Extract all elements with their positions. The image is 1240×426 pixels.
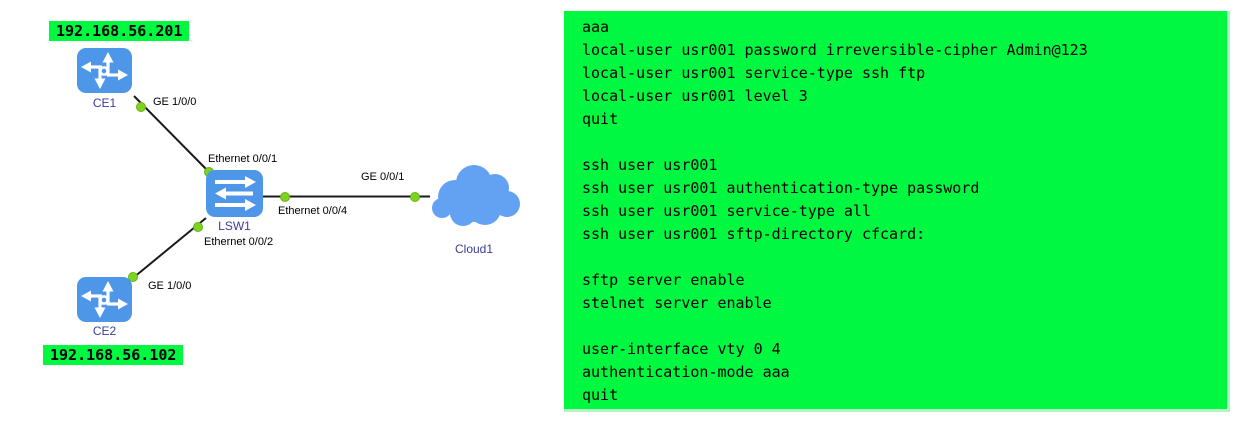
config-line: ssh user usr001 sftp-directory cfcard:: [582, 225, 926, 243]
port-label-cloud-ge001: GE 0/0/1: [361, 171, 405, 183]
config-line: ssh user usr001: [582, 156, 718, 174]
config-line: local-user usr001 level 3: [582, 87, 808, 105]
device-label-lsw1: LSW1: [218, 219, 251, 233]
port-label-lsw1-eth001: Ethernet 0/0/1: [208, 153, 278, 165]
config-line: sftp server enable: [582, 271, 745, 289]
config-line: ssh user usr001 authentication-type pass…: [582, 179, 980, 197]
cloud-icon: [432, 165, 520, 226]
router-icon: [77, 277, 132, 322]
ip-label-ce2: 192.168.56.102: [43, 345, 184, 365]
port-label-lsw1-eth004: Ethernet 0/0/4: [278, 205, 348, 217]
port-label-ce1-ge100: GE 1/0/0: [153, 96, 197, 108]
topology-canvas: CE1 LSW1 CE2 Cloud1 GE 1/0/0 Ethernet 0/…: [0, 0, 564, 426]
config-line: [582, 315, 1227, 338]
config-line: stelnet server enable: [582, 294, 772, 312]
config-line: [582, 246, 1227, 269]
device-label-ce2: CE2: [92, 324, 117, 338]
device-ce2-router[interactable]: [77, 277, 132, 322]
config-line: [582, 131, 1227, 154]
router-icon: [77, 48, 132, 93]
switch-arrows: [215, 176, 256, 211]
device-ce1-router[interactable]: [77, 48, 132, 93]
config-line: ssh user usr001 service-type all: [582, 202, 871, 220]
router-arrows: [81, 52, 128, 89]
port-label-ce2-ge100: GE 1/0/0: [148, 280, 192, 292]
device-label-cloud1: Cloud1: [454, 242, 494, 256]
config-line: local-user usr001 password irreversible-…: [582, 41, 1088, 59]
link-endpoint-dot: [410, 192, 420, 202]
router-arrows: [81, 281, 128, 318]
config-line: user-interface vty 0 4: [582, 340, 781, 358]
ip-label-ce1: 192.168.56.201: [49, 21, 190, 41]
link-endpoint-dot: [136, 102, 146, 112]
link-endpoint-dot: [193, 222, 203, 232]
device-cloud1[interactable]: [425, 159, 523, 233]
topology-links: [128, 95, 430, 282]
config-line: quit: [582, 110, 619, 128]
config-line: aaa: [582, 18, 610, 36]
link-ce1-lsw1[interactable]: [133, 95, 211, 174]
config-line: local-user usr001 service-type ssh ftp: [582, 64, 926, 82]
switch-icon: [206, 170, 263, 217]
config-line: authentication-mode aaa: [582, 363, 790, 381]
config-text-panel: aaa local-user usr001 password irreversi…: [564, 11, 1230, 412]
cloud-shape: [432, 165, 520, 226]
device-label-ce1: CE1: [92, 96, 117, 110]
port-label-lsw1-eth002: Ethernet 0/0/2: [204, 236, 274, 248]
link-endpoint-dot: [128, 272, 138, 282]
device-lsw1-switch[interactable]: [206, 170, 263, 217]
config-line: quit: [582, 386, 619, 404]
link-endpoint-dot: [280, 192, 290, 202]
